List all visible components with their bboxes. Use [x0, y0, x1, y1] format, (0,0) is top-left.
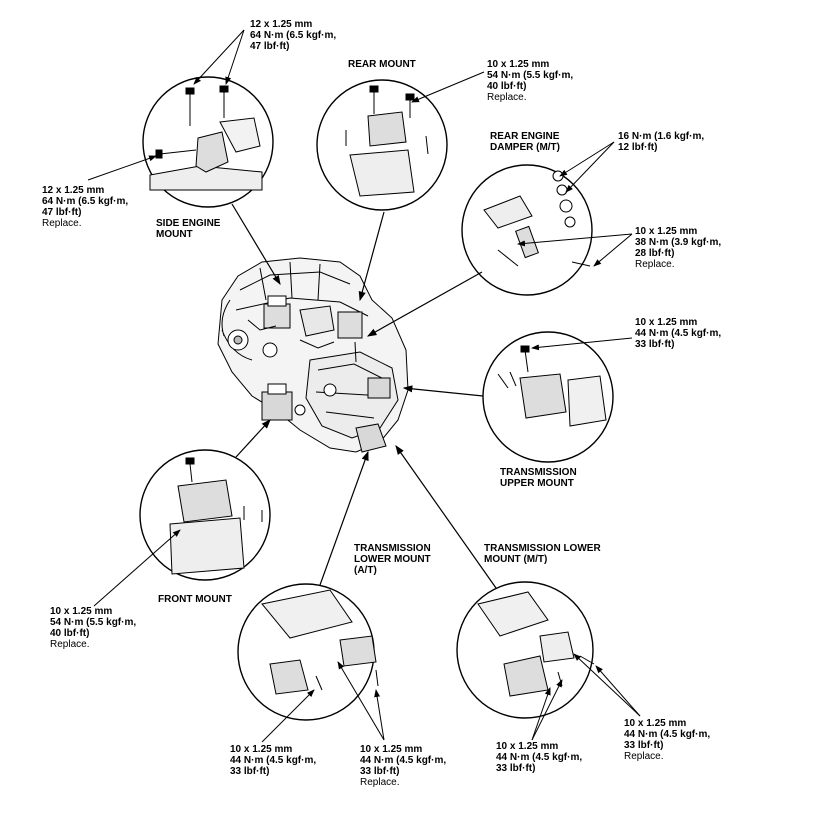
trans-lower-mt-title: TRANSMISSION LOWER MOUNT (M/T)	[484, 543, 601, 565]
engine-assembly	[217, 257, 409, 453]
spec-line: 47 lbf·ft)	[250, 41, 290, 52]
trans-upper-mount-title-line1: TRANSMISSION	[500, 467, 577, 478]
spec-line: 10 x 1.25 mm	[635, 226, 698, 237]
spec-side-left: 12 x 1.25 mm 64 N·m (6.5 kgf·m, 47 lbf·f…	[42, 185, 128, 229]
spec-line: 16 N·m (1.6 kgf·m,	[618, 131, 705, 142]
spec-line: 44 N·m (4.5 kgf·m,	[360, 755, 447, 766]
spec-line: 10 x 1.25 mm	[635, 317, 698, 328]
callout-arrows	[231, 203, 497, 589]
spec-mt-right: 10 x 1.25 mm 44 N·m (4.5 kgf·m, 33 lbf·f…	[624, 718, 710, 762]
leader-lines	[87, 29, 641, 743]
trans-upper-mount-title-line2: UPPER MOUNT	[500, 478, 574, 489]
spec-line: 10 x 1.25 mm	[487, 59, 550, 70]
spec-line: 40 lbf·ft)	[487, 81, 527, 92]
spec-line: 33 lbf·ft)	[624, 740, 664, 751]
spec-damper-top: 16 N·m (1.6 kgf·m, 12 lbf·ft)	[618, 131, 704, 153]
trans-lower-mt-title-line1: TRANSMISSION LOWER	[484, 543, 601, 554]
spec-line: 33 lbf·ft)	[635, 339, 675, 350]
spec-line: 44 N·m (4.5 kgf·m,	[496, 752, 583, 763]
rear-engine-damper-title: REAR ENGINE DAMPER (M/T)	[490, 131, 560, 153]
spec-line: 47 lbf·ft)	[42, 207, 82, 218]
spec-at-left: 10 x 1.25 mm 44 N·m (4.5 kgf·m, 33 lbf·f…	[230, 744, 316, 777]
spec-note: Replace.	[360, 777, 400, 788]
spec-mt-left: 10 x 1.25 mm 44 N·m (4.5 kgf·m, 33 lbf·f…	[496, 741, 582, 774]
spec-damper-bolt: 10 x 1.25 mm 38 N·m (3.9 kgf·m, 28 lbf·f…	[635, 226, 721, 270]
side-engine-mount-title: SIDE ENGINE MOUNT	[156, 218, 220, 240]
spec-line: 38 N·m (3.9 kgf·m,	[635, 237, 722, 248]
trans-upper-mount-title: TRANSMISSION UPPER MOUNT	[500, 467, 577, 489]
trans-lower-mt-title-line2: MOUNT (M/T)	[484, 554, 548, 565]
spec-line: 44 N·m (4.5 kgf·m,	[230, 755, 317, 766]
spec-front-mount: 10 x 1.25 mm 54 N·m (5.5 kgf·m, 40 lbf·f…	[50, 606, 136, 650]
spec-line: 10 x 1.25 mm	[496, 741, 559, 752]
side-engine-mount-title-line1: SIDE ENGINE	[156, 218, 221, 229]
spec-line: 64 N·m (6.5 kgf·m,	[250, 30, 337, 41]
spec-line: 33 lbf·ft)	[230, 766, 270, 777]
spec-note: Replace.	[42, 218, 82, 229]
trans-lower-at-title: TRANSMISSION LOWER MOUNT (A/T)	[354, 543, 431, 576]
spec-note: Replace.	[50, 639, 90, 650]
rear-engine-damper-title-line1: REAR ENGINE	[490, 131, 560, 142]
rear-mount-title: REAR MOUNT	[348, 59, 416, 70]
spec-line: 54 N·m (5.5 kgf·m,	[50, 617, 137, 628]
spec-side-top: 12 x 1.25 mm 64 N·m (6.5 kgf·m, 47 lbf·f…	[250, 19, 336, 52]
side-engine-mount-title-line2: MOUNT	[156, 229, 193, 240]
spec-line: 12 x 1.25 mm	[250, 19, 313, 30]
spec-line: 10 x 1.25 mm	[50, 606, 113, 617]
spec-note: Replace.	[635, 259, 675, 270]
trans-lower-at-title-line3: (A/T)	[354, 565, 377, 576]
spec-line: 33 lbf·ft)	[496, 763, 536, 774]
spec-line: 33 lbf·ft)	[360, 766, 400, 777]
spec-note: Replace.	[624, 751, 664, 762]
spec-line: 44 N·m (4.5 kgf·m,	[624, 729, 711, 740]
spec-line: 64 N·m (6.5 kgf·m,	[42, 196, 129, 207]
spec-line: 28 lbf·ft)	[635, 248, 675, 259]
trans-lower-at-title-line1: TRANSMISSION	[354, 543, 431, 554]
spec-line: 54 N·m (5.5 kgf·m,	[487, 70, 574, 81]
spec-rear-mount: 10 x 1.25 mm 54 N·m (5.5 kgf·m, 40 lbf·f…	[487, 59, 573, 103]
spec-line: 10 x 1.25 mm	[230, 744, 293, 755]
spec-note: Replace.	[487, 92, 527, 103]
front-mount-title: FRONT MOUNT	[158, 594, 232, 605]
trans-lower-at-title-line2: LOWER MOUNT	[354, 554, 431, 565]
spec-line: 40 lbf·ft)	[50, 628, 90, 639]
spec-trans-upper: 10 x 1.25 mm 44 N·m (4.5 kgf·m, 33 lbf·f…	[635, 317, 721, 350]
spec-line: 10 x 1.25 mm	[360, 744, 423, 755]
spec-line: 12 lbf·ft)	[618, 142, 658, 153]
spec-line: 12 x 1.25 mm	[42, 185, 105, 196]
rear-engine-damper-title-line2: DAMPER (M/T)	[490, 142, 560, 153]
spec-line: 44 N·m (4.5 kgf·m,	[635, 328, 722, 339]
spec-line: 10 x 1.25 mm	[624, 718, 687, 729]
spec-at-right: 10 x 1.25 mm 44 N·m (4.5 kgf·m, 33 lbf·f…	[360, 744, 446, 788]
